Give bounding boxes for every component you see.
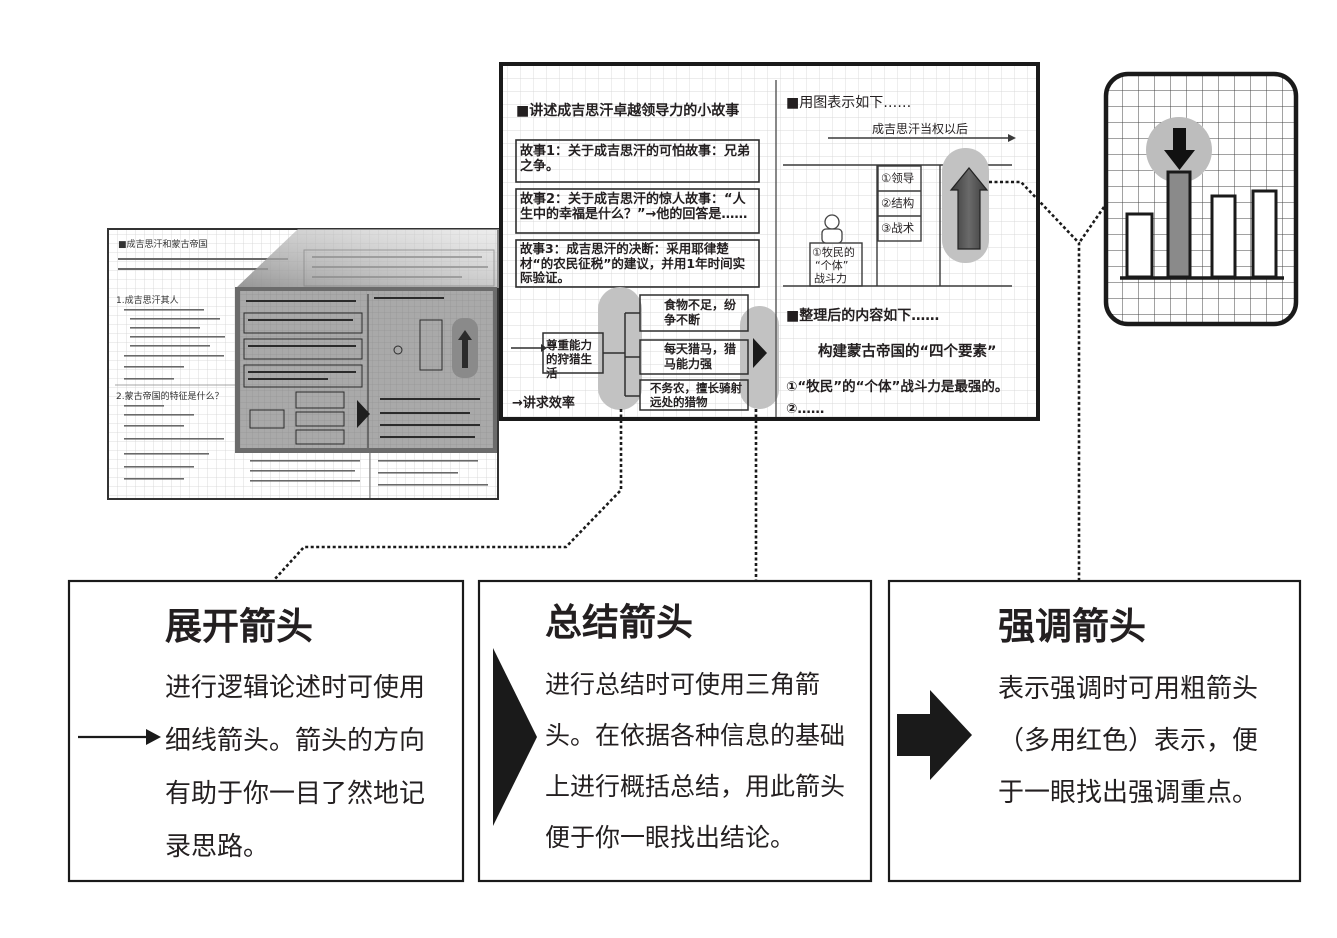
branch-diagram	[511, 294, 749, 411]
story-2-text: 故事2：关于成吉思汗的惊人故事：“人生中的幸福是什么？”→他的回答是……	[520, 192, 748, 222]
thick-arrow-icon	[897, 690, 972, 780]
connector-expand-arrow	[273, 409, 623, 581]
card-3-title: 强调箭头	[998, 606, 1146, 647]
zoom-mini-figure	[393, 345, 403, 355]
figure-label-line-2: “个体”	[815, 259, 849, 272]
icon-bars	[1125, 170, 1278, 279]
zoom-region-grid	[240, 291, 493, 448]
bottom-note-text: →讲求效率	[512, 396, 575, 411]
small-notebook-title: ■成吉思汗和蒙古帝国	[118, 240, 208, 250]
zoom-mini-thick-arrow	[458, 330, 472, 368]
card-1-line-3: 有助于你一目了然地记	[165, 779, 426, 809]
bar-chart-emphasis-icon	[1103, 71, 1299, 327]
card-2-line-4: 便于你一眼找出结论。	[545, 823, 796, 852]
main-notebook-border	[499, 62, 1040, 421]
story-3-text: 故事3：成吉思汗的决断：采用耶律楚材“的农民征税”的建议，并用1年时间实际验证。	[520, 242, 746, 285]
factor-3-text: ③战术	[881, 221, 915, 235]
card-expand-arrow	[67, 579, 465, 883]
zoom-mini-text-scribble	[246, 297, 480, 438]
summary-triangle-arrow	[753, 338, 767, 368]
timeline-label: 成吉思汗当权以后	[872, 122, 969, 136]
connector-emphasis-icon	[1077, 206, 1106, 244]
card-1-line-4: 录思路。	[165, 832, 270, 862]
factor-2-text: ②结构	[881, 196, 915, 210]
small-notebook	[107, 228, 499, 500]
icon-bar-1	[1125, 212, 1154, 279]
summary-point-2: ②……	[786, 401, 825, 416]
card-3-line-2: （多用红色）表示，便	[998, 726, 1259, 756]
card-2-line-2: 头。在依据各种信息的基础	[545, 721, 846, 750]
card-2-title: 总结箭头	[545, 602, 693, 643]
card-2-line-3: 上进行概括总结，用此箭头	[545, 772, 846, 801]
story-2-box	[515, 188, 760, 234]
triangle-arrow-icon	[493, 648, 537, 826]
figure-label-line-3: 战斗力	[814, 272, 847, 285]
card-1-title: 展开箭头	[165, 606, 313, 647]
card-1-line-1: 进行逻辑论述时可使用	[165, 673, 426, 703]
expand-arrow-highlight	[598, 287, 642, 410]
zoom-mini-factor-box	[419, 319, 443, 371]
small-notebook-section-1: 1.成吉思汗其人	[116, 296, 179, 306]
card-summary-arrow	[477, 579, 873, 883]
icon-down-arrow	[1164, 128, 1195, 170]
thin-arrow-icon	[146, 729, 161, 745]
card-2-line-1: 进行总结时可使用三角箭	[545, 670, 821, 699]
summary-point-2-clip: ②……	[786, 400, 1026, 416]
nomad-figure-icon	[821, 214, 843, 244]
card-3-line-1: 表示强调时可用粗箭头	[998, 674, 1259, 704]
main-left-heading: ■讲述成吉思汗卓越领导力的小故事	[516, 103, 740, 119]
small-notebook-section-2: 2.蒙古帝国的特征是什么？	[116, 392, 224, 402]
summary-heading: ■整理后的内容如下……	[786, 308, 940, 324]
summary-point-1: ①“牧民”的“个体”战斗力是最强的。	[786, 379, 1009, 395]
factor-1-text: ①领导	[881, 171, 915, 185]
story-boxes	[515, 139, 760, 288]
connectors	[273, 180, 1106, 581]
zoom-projection-cone	[236, 229, 499, 288]
zoom-mini-story-boxes	[243, 312, 363, 445]
icon-bar-3	[1210, 194, 1237, 279]
story-1-text: 故事1：关于成吉思汗的可怕故事：兄弟之争。	[520, 144, 751, 174]
main-notebook	[499, 62, 1040, 421]
cause-text: 尊重能力的狩猎生活	[546, 338, 592, 380]
figure-label-line-1: ①牧民的	[812, 246, 855, 259]
card-1-line-2: 细线箭头。箭头的方向	[165, 726, 426, 756]
result-1-text: 食物不足，纷争不断	[664, 298, 737, 327]
story-3-box	[515, 239, 760, 288]
main-right-heading: ■用图表示如下……	[786, 95, 912, 111]
zoom-mini-triangle-arrow	[357, 400, 370, 428]
icon-bar-2-highlighted	[1166, 170, 1192, 279]
result-3-text: 不务农，擅长骑射远处的猎物	[650, 381, 742, 409]
summary-title: 构建蒙古帝国的“四个要素”	[818, 344, 997, 360]
expand-arrow-lines	[603, 312, 640, 397]
result-3-box	[639, 379, 749, 411]
connector-emphasis-arrow	[989, 180, 1081, 580]
emphasis-thick-arrow	[949, 167, 989, 250]
icon-border	[1103, 71, 1299, 327]
story-1-box	[515, 139, 760, 183]
timeline-arrowhead	[1008, 134, 1016, 142]
result-2-text: 每天猎马，猎马能力强	[664, 342, 737, 371]
factor-box	[877, 165, 922, 242]
card-3-line-3: 于一眼找出强调重点。	[998, 778, 1259, 808]
icon-bar-4	[1251, 189, 1278, 279]
cause-input-arrowhead	[541, 344, 547, 352]
